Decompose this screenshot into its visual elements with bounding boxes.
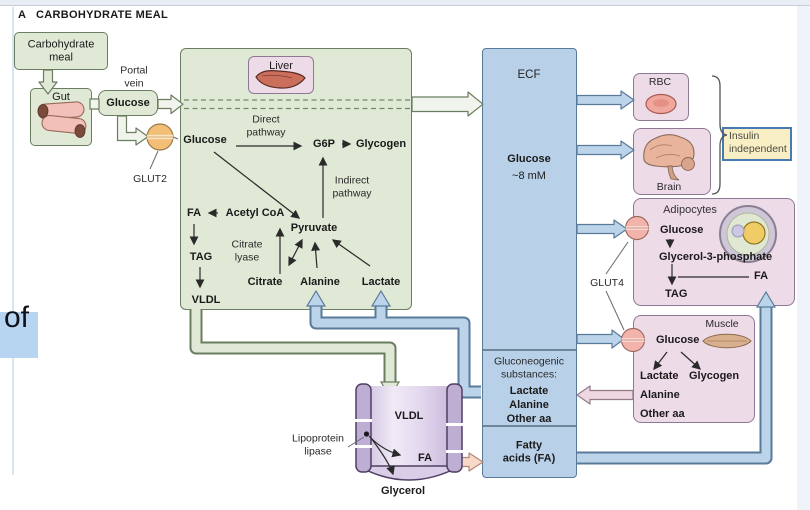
ecf-to-adipocyte-arrow bbox=[576, 219, 628, 239]
capillary-vldl-label: VLDL bbox=[394, 409, 424, 422]
portal-vein-label: Portal vein bbox=[120, 64, 148, 90]
green-block-arrows bbox=[38, 69, 484, 146]
insulin-brace bbox=[711, 75, 728, 195]
liver-vldl-label: VLDL bbox=[191, 293, 221, 306]
glycerol-label: Glycerol bbox=[380, 484, 426, 497]
muscle-alanine-label: Alanine bbox=[640, 389, 680, 401]
indirect-pathway-label: Indirect pathway bbox=[332, 174, 372, 200]
liver-internal-arrows bbox=[189, 139, 371, 289]
citrate-lyase-label: Citrate lyase bbox=[231, 238, 263, 264]
insulin-independent-label: Insulin independent bbox=[729, 130, 787, 155]
acetyl-coa-label: Acetyl CoA bbox=[225, 206, 285, 219]
muscle-glycogen-label: Glycogen bbox=[689, 370, 740, 382]
carbohydrate-meal-label: Carbohydrate meal bbox=[27, 38, 95, 64]
adipocyte-fa-label: FA bbox=[754, 270, 769, 282]
ecf-concentration: ~8 mM bbox=[512, 169, 546, 182]
ecf-to-rbc-arrow bbox=[576, 90, 635, 110]
muscle-other-aa-label: Other aa bbox=[640, 408, 685, 420]
brain-icon bbox=[643, 134, 695, 181]
ecf-other-aa-label: Other aa bbox=[506, 412, 552, 425]
left-rule bbox=[12, 7, 14, 475]
rbc-icon bbox=[645, 93, 677, 115]
glut2-transporter-icon bbox=[146, 123, 174, 151]
g6p-label: G6P bbox=[312, 137, 336, 150]
portal-glucose-label: Glucose bbox=[106, 96, 150, 109]
page-text-fragment[interactable]: of bbox=[4, 301, 30, 334]
gluconeogenic-header: Gluconeogenic substances: bbox=[493, 355, 565, 381]
carb-to-gut-arrow bbox=[38, 69, 58, 95]
rbc-label: RBC bbox=[648, 75, 672, 88]
brain-label: Brain bbox=[656, 180, 682, 193]
cell-internal-arrows bbox=[653, 239, 749, 371]
intestine-icon bbox=[37, 101, 87, 138]
citrate-label: Citrate bbox=[247, 275, 283, 288]
carbohydrate-meal-box bbox=[14, 32, 108, 70]
liver-alanine-label: Alanine bbox=[300, 275, 340, 288]
ecf-glucose-label: Glucose bbox=[507, 152, 551, 165]
panel-letter: A bbox=[18, 9, 26, 21]
ecf-to-brain-arrow bbox=[576, 140, 635, 160]
lipoprotein-lipase-dot bbox=[363, 431, 370, 437]
ecf-output-arrows bbox=[576, 90, 635, 349]
adipocyte-icon bbox=[719, 205, 777, 263]
liver-to-ecf-arrow bbox=[411, 91, 484, 117]
ecf-fatty-acids-label: Fatty acids (FA) bbox=[502, 439, 556, 465]
ecf-title: ECF bbox=[517, 68, 541, 81]
glycogen-label: Glycogen bbox=[355, 137, 407, 150]
portal-glucose-dashed-channel bbox=[184, 99, 411, 110]
glut4-adipocyte-transporter-icon bbox=[624, 215, 650, 241]
glucose-portal-box bbox=[98, 90, 158, 116]
liver-glucose-label: Glucose bbox=[183, 133, 227, 146]
glucose-to-glut2-arrow bbox=[116, 115, 149, 146]
ecf-lactate-label: Lactate bbox=[509, 384, 549, 397]
muscle-glucose-label: Glucose bbox=[656, 334, 700, 346]
pointer-lines bbox=[149, 136, 629, 448]
liver-tag-label: TAG bbox=[189, 250, 213, 263]
ecf-alanine-label: Alanine bbox=[509, 398, 549, 411]
glut4-muscle-transporter-icon bbox=[620, 327, 646, 353]
ecf-box bbox=[482, 48, 577, 478]
gluconeogenic-return-tube bbox=[305, 289, 777, 465]
muscle-title: Muscle bbox=[705, 317, 739, 330]
glut2-label: GLUT2 bbox=[133, 172, 167, 185]
ecf-section-dividers bbox=[483, 349, 576, 427]
glucose-to-liver-arrow bbox=[157, 94, 184, 115]
text-selection-highlight bbox=[0, 312, 38, 358]
muscle-lactate-label: Lactate bbox=[640, 370, 679, 382]
liver-organ-label: Liver bbox=[269, 59, 293, 72]
right-margin-band bbox=[797, 6, 810, 510]
glut4-label: GLUT4 bbox=[590, 276, 624, 289]
liver-lactate-label: Lactate bbox=[361, 275, 401, 288]
top-bar bbox=[0, 0, 810, 6]
muscle-icon bbox=[702, 333, 752, 349]
liver-icon bbox=[255, 70, 306, 89]
adipocyte-tag-label: TAG bbox=[665, 288, 688, 300]
liver-fa-label: FA bbox=[186, 206, 202, 219]
insulin-independent-note bbox=[722, 127, 792, 161]
adipocyte-glucose-label: Glucose bbox=[660, 224, 704, 236]
pyruvate-label: Pyruvate bbox=[290, 221, 338, 234]
gut-to-glucose-stub bbox=[89, 98, 100, 110]
direct-pathway-label: Direct pathway bbox=[246, 113, 286, 139]
muscle-to-ecf-arrow bbox=[576, 385, 634, 405]
g3p-label: Glycerol-3-phosphate bbox=[659, 251, 773, 263]
gut-label: Gut bbox=[52, 90, 70, 103]
panel-title: CARBOHYDRATE MEAL bbox=[36, 9, 169, 21]
capillary bbox=[355, 383, 463, 481]
adipocytes-title: Adipocytes bbox=[663, 203, 717, 216]
ecf-to-muscle-arrow bbox=[576, 329, 625, 349]
capillary-fa-label: FA bbox=[417, 451, 433, 464]
lipoprotein-lipase-label: Lipoprotein lipase bbox=[292, 432, 344, 458]
